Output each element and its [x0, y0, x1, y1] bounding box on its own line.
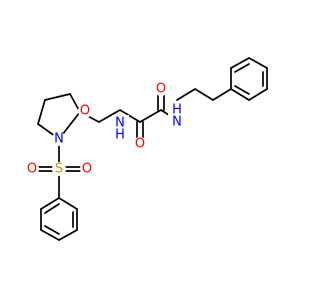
bond	[194, 88, 214, 101]
bond	[139, 109, 162, 123]
bond	[37, 99, 46, 125]
bond	[248, 57, 268, 69]
bond	[58, 229, 78, 241]
bond	[176, 88, 196, 101]
bond	[44, 225, 60, 235]
atom-hydrogen-label: H	[115, 128, 125, 143]
bond	[234, 63, 250, 73]
atom-label: O	[80, 104, 90, 119]
bond	[119, 109, 141, 123]
bonds	[34, 57, 268, 241]
molecule-diagram: O N S O O N H N H O O	[25, 57, 268, 241]
bond	[230, 88, 250, 101]
bond	[212, 88, 232, 101]
bond	[230, 57, 250, 69]
bond	[234, 85, 250, 95]
bond	[44, 203, 60, 214]
bond	[58, 197, 78, 210]
bond	[98, 109, 121, 123]
atom-label: N	[115, 116, 125, 131]
atom-labels: O N S O O N H N H O O	[25, 82, 187, 177]
atom-label: O	[135, 137, 145, 152]
atom-label: S	[55, 162, 63, 177]
atom-label: N	[54, 132, 64, 147]
atom-label: O	[156, 82, 166, 97]
bond	[248, 88, 268, 101]
atom-hydrogen-label: H	[172, 103, 182, 118]
atom-label: O	[82, 162, 92, 177]
atom-label: O	[27, 162, 37, 177]
bond	[40, 229, 60, 241]
bond	[44, 93, 71, 101]
bond	[40, 197, 60, 210]
atom-label: N	[172, 115, 182, 130]
